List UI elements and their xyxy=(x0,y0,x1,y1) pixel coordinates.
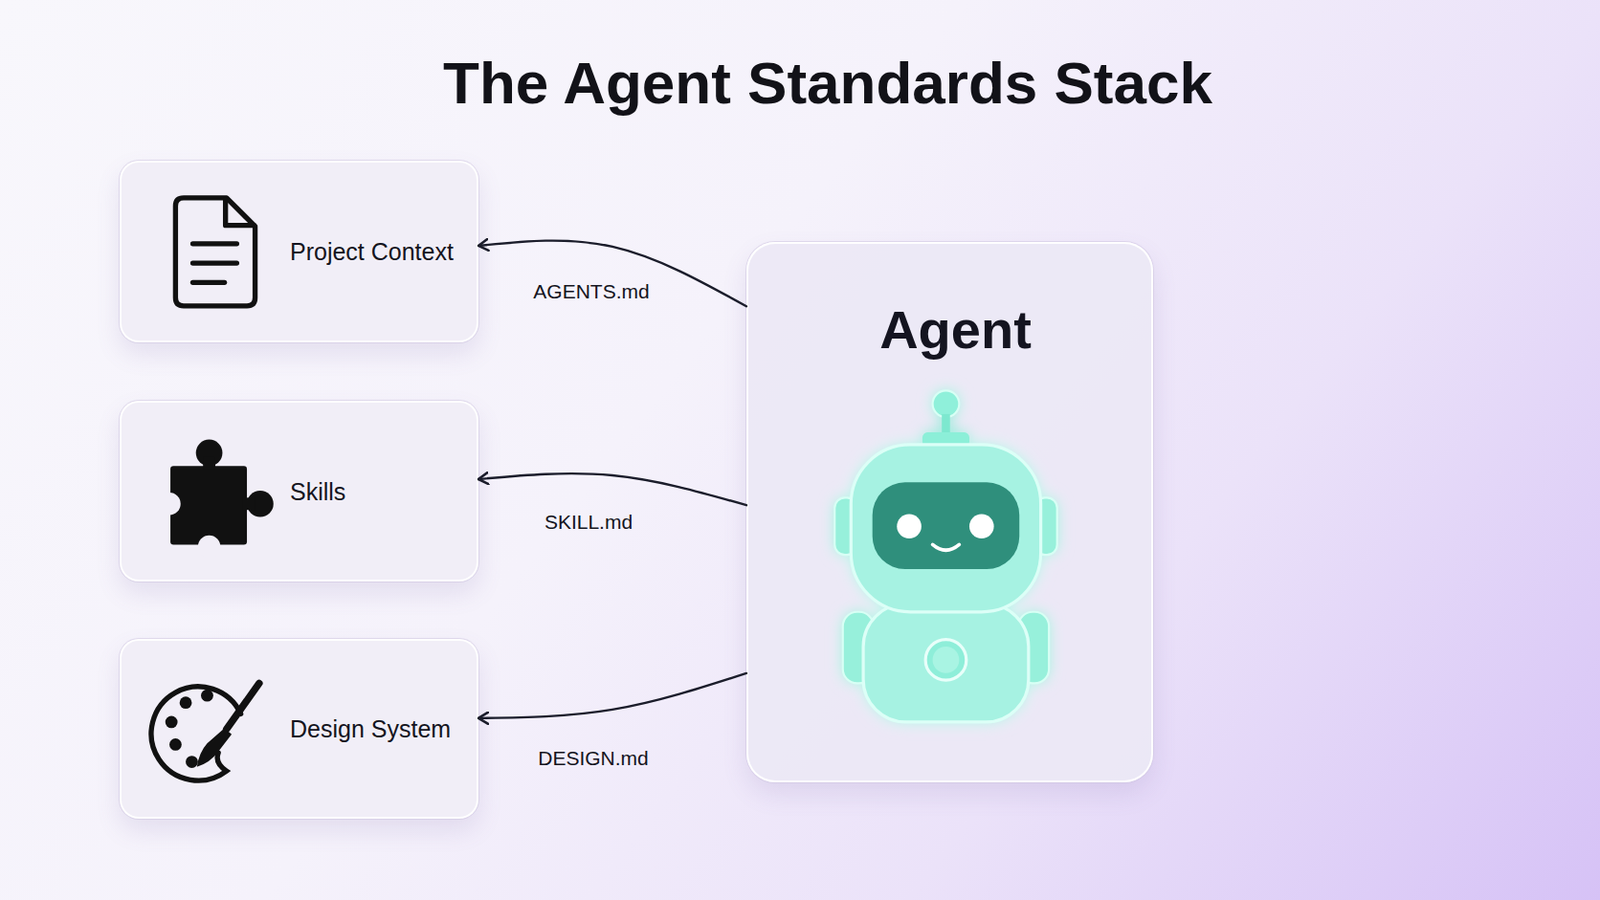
standard-box: Design System xyxy=(119,639,479,820)
file-label: AGENTS.md xyxy=(533,279,649,305)
box-label: Skills xyxy=(289,476,346,508)
agent-box: Agent xyxy=(746,242,1154,783)
box-label: Project Context xyxy=(289,236,454,267)
agent-heading: Agent xyxy=(748,299,1152,361)
standard-box: Skills xyxy=(119,400,479,582)
connector-arrow xyxy=(478,241,747,308)
connector-arrow xyxy=(478,673,747,719)
file-label: SKILL.md xyxy=(544,510,633,535)
box-label: Design System xyxy=(289,713,451,745)
connector-arrow xyxy=(478,473,747,506)
standard-box: Project Context xyxy=(119,160,479,343)
file-label: DESIGN.md xyxy=(537,746,649,772)
diagram-title: The Agent Standards Stack xyxy=(349,47,1307,119)
